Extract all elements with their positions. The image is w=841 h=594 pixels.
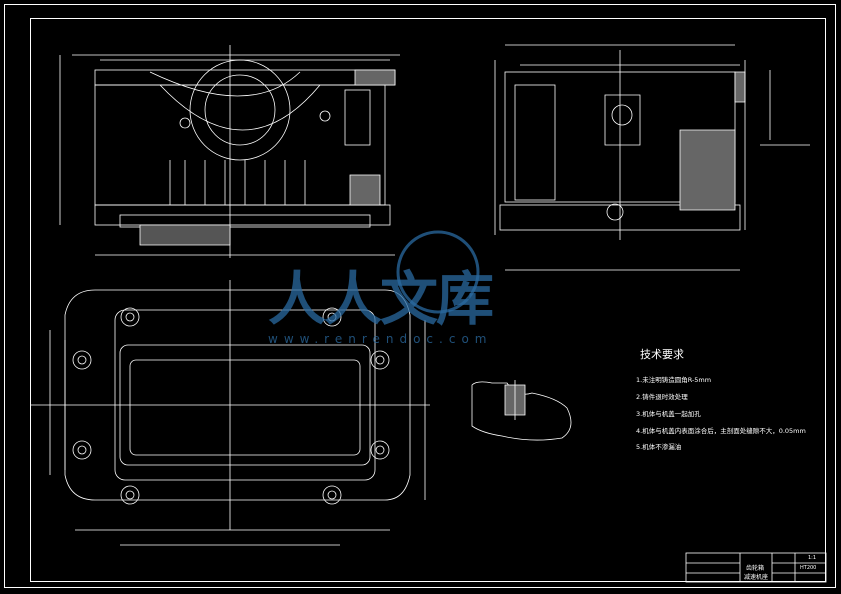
title-block-name-1: 齿轮箱 <box>746 565 765 572</box>
front-view <box>59 45 400 258</box>
detail-view <box>471 380 572 441</box>
side-view <box>494 44 810 271</box>
requirements-title: 技术要求 <box>640 348 684 361</box>
requirement-5: 5.机体不渗漏油 <box>636 443 682 451</box>
watermark-text: 人人文库 <box>268 265 494 333</box>
requirement-4: 4.机体与机盖内表面涂合后，主剖面处缝隙不大，0.05mm <box>636 427 806 435</box>
title-block-grid <box>685 552 827 583</box>
requirement-1: 1.未注明铸造圆角R-5mm <box>636 376 712 384</box>
title-block-name-2: 减速机座 <box>744 574 769 581</box>
inner-border <box>30 18 826 582</box>
title-block-material: HT200 <box>800 565 817 571</box>
requirement-2: 2.铸件退时效处理 <box>636 393 688 401</box>
outer-border <box>4 4 836 588</box>
requirement-3: 3.机体与机盖一起加孔 <box>636 410 701 418</box>
title-block-scale: 1:1 <box>808 555 817 561</box>
top-view <box>30 280 430 546</box>
watermark-url: www.renrendoc.com <box>268 332 493 346</box>
